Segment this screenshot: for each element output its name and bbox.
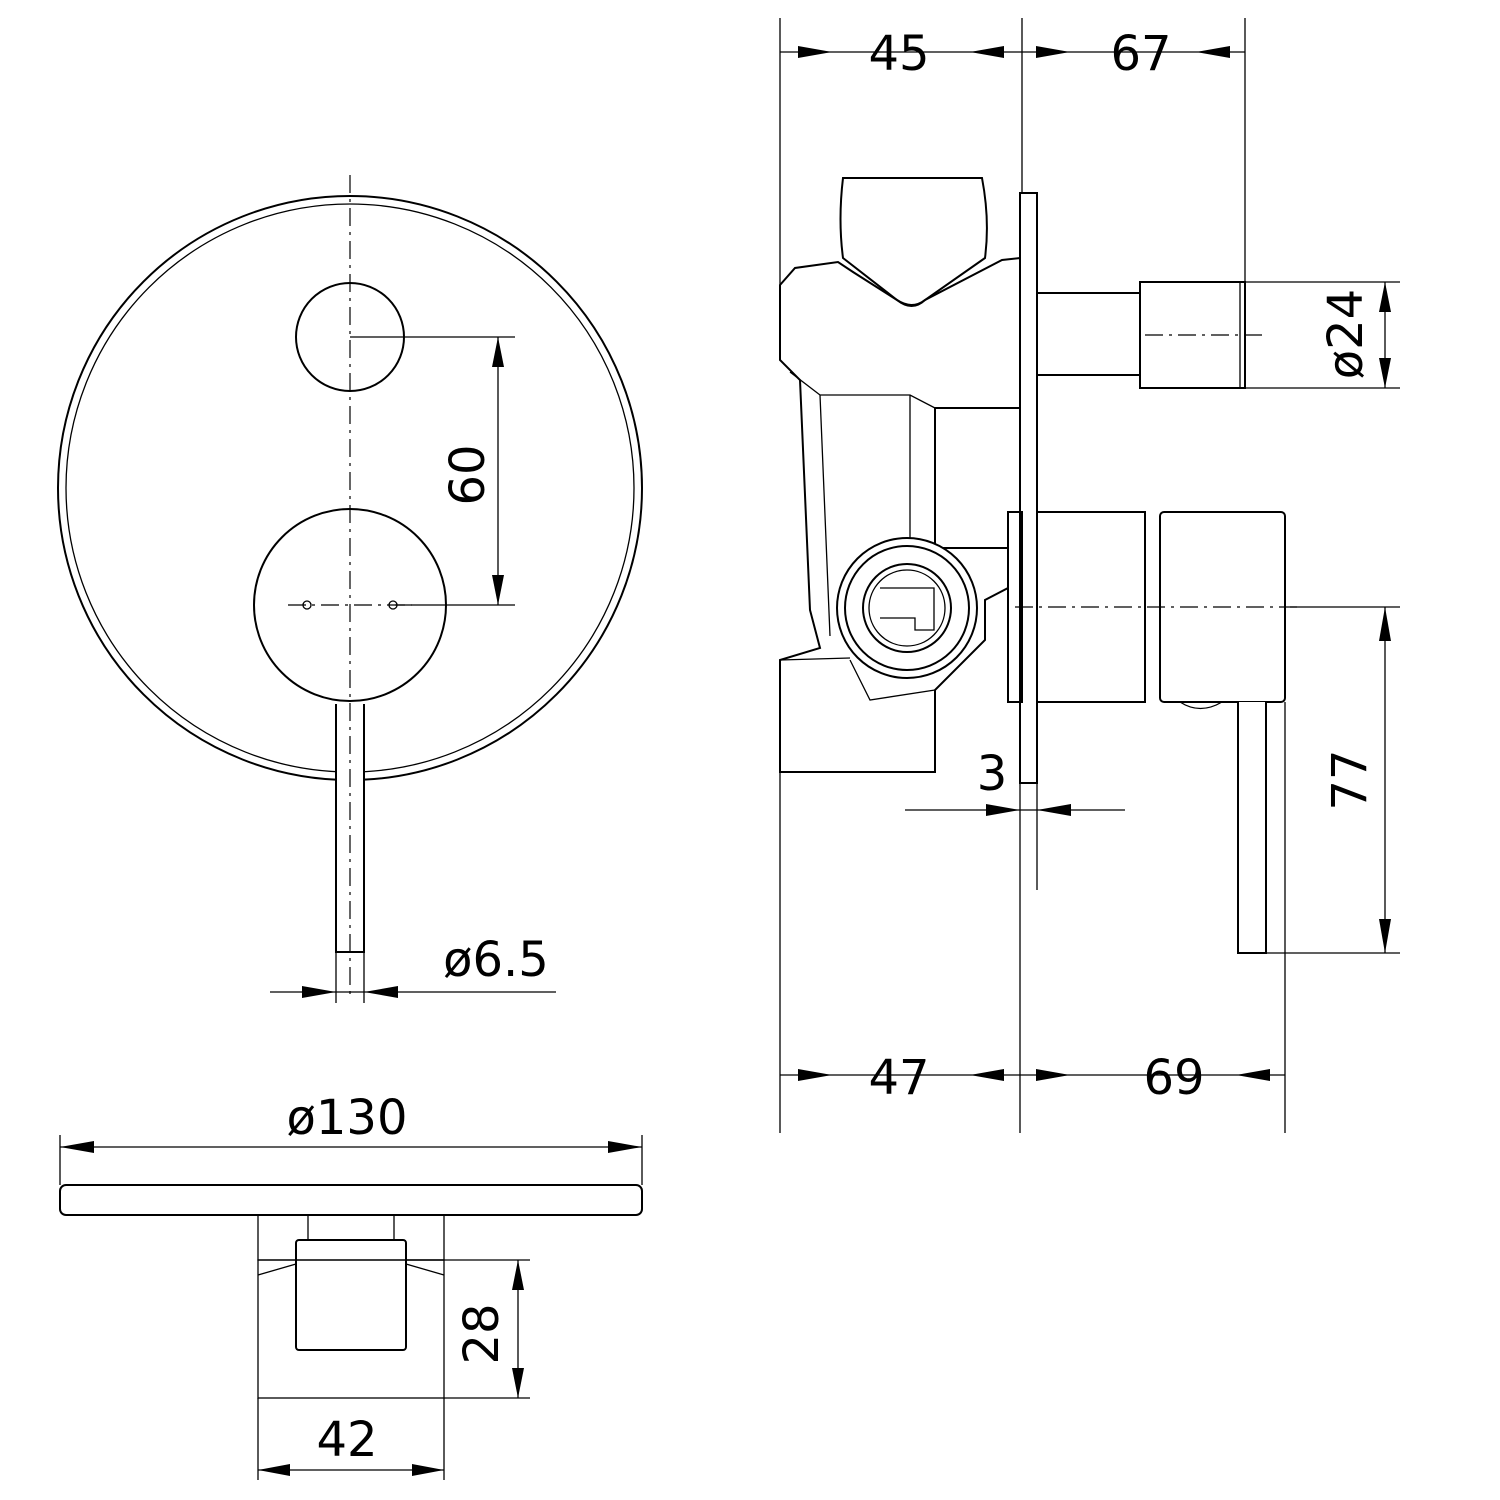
bottom-view: ø130 28 42: [59, 1090, 643, 1480]
dim-77-arrow-top: [1379, 607, 1391, 641]
dim-42-label: 42: [316, 1412, 377, 1468]
body-flange: [257, 1214, 445, 1261]
dim-45-label: 45: [868, 26, 929, 82]
dim-47-label: 47: [868, 1050, 929, 1106]
dim-42-arrow-right: [412, 1464, 444, 1476]
dim-42-arrow-left: [258, 1464, 290, 1476]
dim-47-arrow-left: [798, 1069, 832, 1081]
dim-69-arrow-right: [1236, 1069, 1270, 1081]
inlet-port-outer: [836, 537, 978, 679]
dim-67-arrow-left: [1036, 46, 1070, 58]
front-view: 60 ø6.5: [57, 175, 643, 1003]
inlet-port-inner: [862, 563, 952, 653]
dim-45-arrow-right: [970, 46, 1004, 58]
handle-cylinder: [1036, 511, 1146, 703]
cover-plate-edge: [59, 1184, 643, 1216]
dim-77-label: 77: [1322, 749, 1378, 810]
dim-47-arrow-right: [970, 1069, 1004, 1081]
body-inner-flange: [307, 1214, 395, 1241]
valve-body-lower-edge: [779, 657, 936, 701]
dim-28-arrow-bottom: [512, 1368, 524, 1398]
dim-28-arrow-top: [512, 1260, 524, 1290]
valve-top-port: [839, 177, 988, 307]
dim-69-label: 69: [1143, 1050, 1204, 1106]
dim-24-arrow-top: [1379, 282, 1391, 312]
body-chamfer: [257, 1263, 445, 1276]
dim-24-label: ø24: [1318, 289, 1374, 379]
side-cover-plate: [1019, 192, 1038, 784]
body-block: [257, 1259, 445, 1399]
dim-60-arrow-bottom: [492, 575, 504, 605]
dim-130-arrow-left: [60, 1141, 94, 1153]
dim-67-arrow-right: [1196, 46, 1230, 58]
inlet-port-notch: [880, 587, 935, 631]
diverter-shaft: [1036, 292, 1141, 376]
dim-6-5-arrow-left: [302, 986, 336, 998]
inlet-port-mid: [844, 545, 970, 671]
dim-67-label: 67: [1110, 26, 1171, 82]
dim-130-label: ø130: [287, 1090, 408, 1146]
dim-69-arrow-left: [1036, 1069, 1070, 1081]
side-view: 45 67 ø24 3 77 47 69: [779, 18, 1400, 1133]
dim-3-arrow-right: [1037, 804, 1071, 816]
handle-lever-collar: [1179, 701, 1223, 710]
dim-28-label: 28: [454, 1303, 510, 1364]
dim-6-5-arrow-right: [364, 986, 398, 998]
handle-block: [295, 1239, 407, 1351]
dim-130-arrow-right: [608, 1141, 642, 1153]
valve-body-inner-rib: [789, 371, 936, 637]
dim-60-arrow-top: [492, 337, 504, 367]
dim-6-5-label: ø6.5: [443, 932, 549, 988]
inlet-port-core: [868, 569, 946, 647]
dim-24-arrow-bottom: [1379, 358, 1391, 388]
dim-3-arrow-left: [986, 804, 1020, 816]
dim-45-arrow-left: [798, 46, 832, 58]
dim-60-label: 60: [440, 444, 496, 505]
dim-77-arrow-bottom: [1379, 919, 1391, 953]
dim-3-label: 3: [977, 746, 1008, 802]
handle-lever: [1237, 702, 1267, 954]
